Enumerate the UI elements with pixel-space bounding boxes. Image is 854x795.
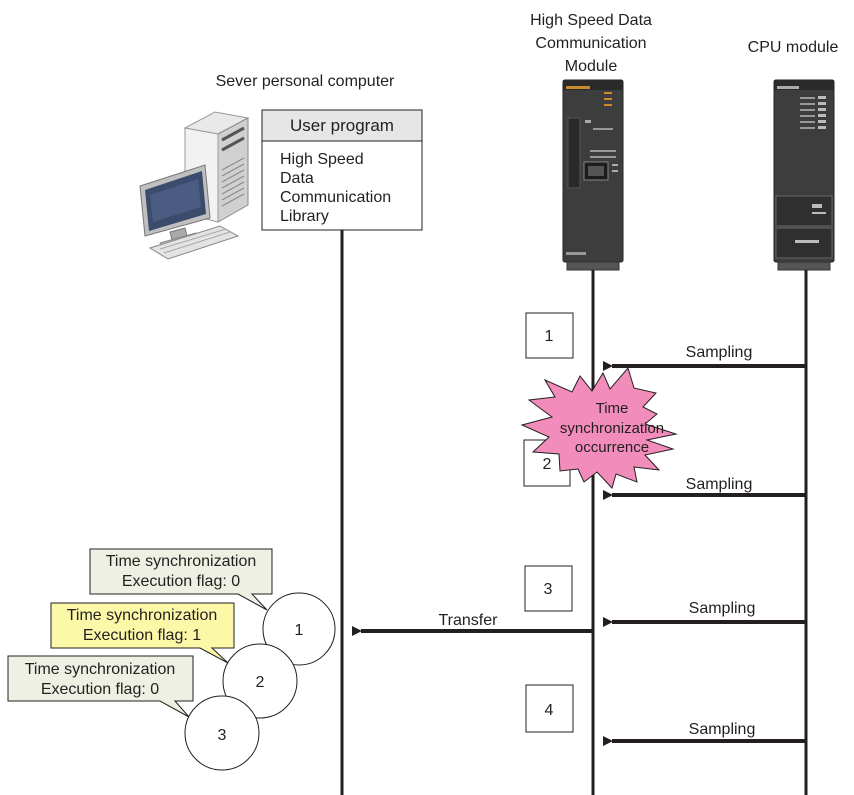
step-box-4: 4 [525,684,574,733]
sampling-label-3: Sampling [689,600,756,617]
flag-callout-3-line2: Execution flag: 0 [41,681,159,698]
flag-callout-2-line2: Execution flag: 1 [83,627,201,644]
step-label-1: 1 [545,328,554,345]
library-line-3: Communication [280,189,391,206]
flag-callout-3: Time synchronization Execution flag: 0 [7,655,194,718]
flag-callout-bubble-1 [89,548,273,611]
flag-circle-3 [184,695,260,771]
time-sync-starburst: Time synchronization occurrence [520,366,678,489]
server-pc-icon [139,111,250,260]
hsdcm-label-line-3: Module [565,58,618,75]
sampling-label-2: Sampling [686,476,753,493]
flag-callout-bubble-2 [50,602,235,664]
flag-circle-1-label: 1 [295,622,304,639]
step-box-3: 3 [524,565,573,612]
starburst-line-1: Time [596,400,629,417]
hsdcm-label-line-2: Communication [535,35,646,52]
step-label-3: 3 [544,581,553,598]
hsdcm-label-line-1: High Speed Data [530,12,652,29]
hsdcm-module-icon [562,79,624,271]
library-line-1: High Speed [280,151,364,168]
server-pc-label: Sever personal computer [216,73,395,90]
flag-callout-2: Time synchronization Execution flag: 1 [50,602,235,664]
step-label-4: 4 [545,702,554,719]
library-line-2: Data [280,170,314,187]
transfer-label: Transfer [439,612,499,629]
step-box-1: 1 [525,312,574,359]
flag-callout-3-line1: Time synchronization [25,661,176,678]
starburst-line-3: occurrence [575,439,649,456]
flag-callout-bubble-3 [7,655,194,718]
flag-circle-1 [262,592,336,666]
flag-circle-2 [222,643,298,719]
starburst-line-2: synchronization [560,420,664,437]
step-label-2: 2 [543,456,552,473]
flag-callout-1-line2: Execution flag: 0 [122,573,240,590]
flag-callout-1-line1: Time synchronization [106,553,257,570]
server-program-box: User program High Speed Data Communicati… [261,109,423,231]
cpu-module-label: CPU module [748,39,839,56]
user-program-header: User program [290,116,394,135]
sampling-label-1: Sampling [686,344,753,361]
library-line-4: Library [280,208,329,225]
flag-callout-1: Time synchronization Execution flag: 0 [89,548,273,611]
cpu-module-icon [773,79,835,271]
flag-circle-3-label: 3 [218,727,227,744]
flag-callout-2-line1: Time synchronization [67,607,218,624]
flag-circle-2-label: 2 [256,674,265,691]
sampling-label-4: Sampling [689,721,756,738]
